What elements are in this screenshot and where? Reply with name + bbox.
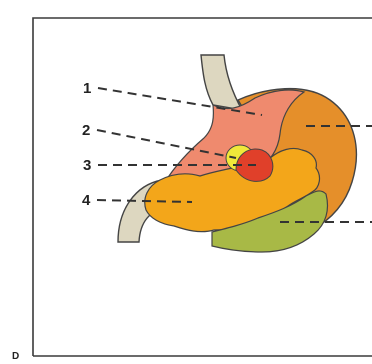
callout-2-number: 2 (82, 122, 90, 139)
panel-letter: D (12, 351, 19, 362)
callout-1-number: 1 (83, 80, 91, 97)
esophagus (201, 55, 242, 110)
callout-4-number: 4 (82, 192, 91, 209)
callout-3-number: 3 (83, 157, 91, 174)
